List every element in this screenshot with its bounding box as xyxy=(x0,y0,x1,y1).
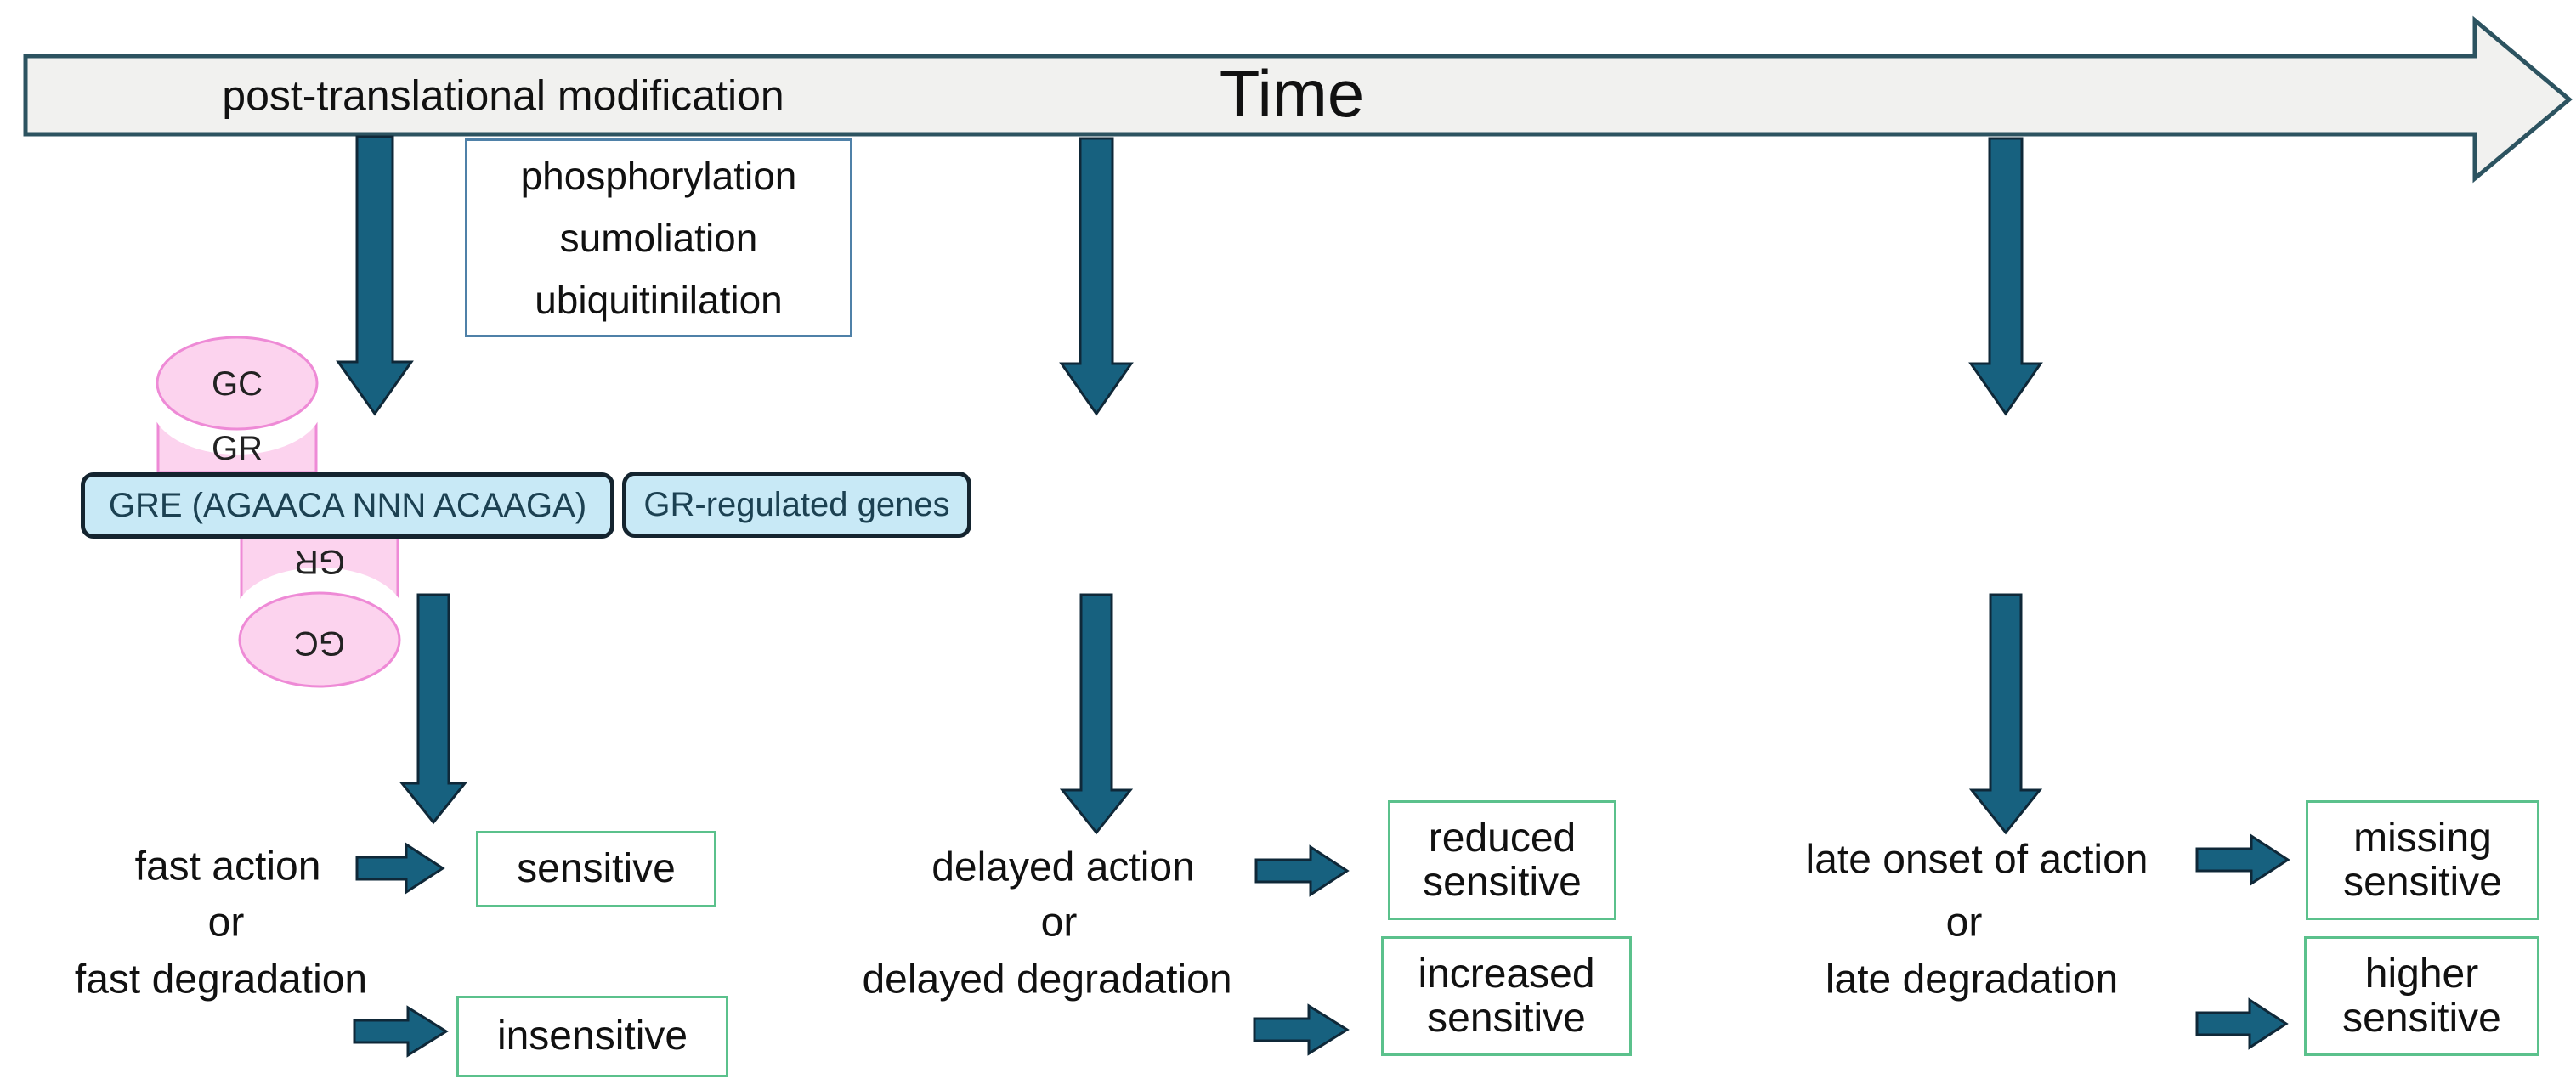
outcome-box-insensitive: insensitive xyxy=(456,996,728,1077)
outcome-box-missing-sensitive: missing sensitive xyxy=(2306,800,2539,920)
time-axis-title: Time xyxy=(1219,56,1365,132)
gr-label-top: GR xyxy=(212,430,263,467)
post-translational-modification-label: post-translational modification xyxy=(222,71,784,120)
gc-ligand-bottom xyxy=(238,591,401,688)
right-arrow-col2-row2 xyxy=(1253,1003,1350,1056)
outcome-box-sensitive: sensitive xyxy=(476,831,716,907)
or-label-col3: or xyxy=(1945,900,1983,946)
outcome-box-reduced-sensitive: reduced sensitive xyxy=(1388,800,1616,920)
modification-types-box: phosphorylation sumoliation ubiquitinila… xyxy=(465,138,852,337)
outcome-line: higher xyxy=(2364,951,2479,997)
outcome-line: reduced xyxy=(1428,815,1577,861)
right-arrow-col1-row2 xyxy=(353,1005,449,1058)
outcome-line: sensitive xyxy=(1427,995,1586,1041)
down-arrow-col1-lower xyxy=(399,593,468,825)
delayed-degradation-label: delayed degradation xyxy=(862,957,1232,1002)
right-arrow-col3-row1 xyxy=(2195,833,2290,886)
outcome-line: insensitive xyxy=(496,1014,688,1059)
gr-regulated-genes-label: GR-regulated genes xyxy=(643,485,950,523)
late-degradation-label: late degradation xyxy=(1825,957,2119,1002)
fast-action-label: fast action xyxy=(134,844,321,890)
outcome-line: sensitive xyxy=(1423,859,1582,905)
outcome-line: increased xyxy=(1418,951,1595,997)
modification-line-ubiquitinilation: ubiquitinilation xyxy=(535,277,783,322)
down-arrow-col3-upper xyxy=(1968,137,2043,416)
outcome-box-higher-sensitive: higher sensitive xyxy=(2304,936,2539,1056)
down-arrow-col1-upper xyxy=(336,135,414,416)
down-arrow-col2-upper xyxy=(1059,137,1134,416)
delayed-action-label: delayed action xyxy=(931,844,1195,890)
outcome-line: sensitive xyxy=(2343,859,2502,905)
gc-ligand-top xyxy=(156,336,319,431)
down-arrow-col3-lower xyxy=(1968,593,2043,835)
outcome-line: missing xyxy=(2353,815,2492,861)
gre-element-label: GRE (AGAACA NNN ACAAGA) xyxy=(108,486,587,524)
outcome-box-increased-sensitive: increased sensitive xyxy=(1381,936,1632,1056)
right-arrow-col1-row1 xyxy=(355,842,445,895)
gc-label-top: GC xyxy=(212,365,263,403)
late-onset-of-action-label: late onset of action xyxy=(1805,837,2149,883)
gc-label-bottom: GC xyxy=(294,624,345,662)
down-arrow-col2-lower xyxy=(1059,593,1134,835)
fast-degradation-label: fast degradation xyxy=(74,957,368,1002)
gre-element-box: GRE (AGAACA NNN ACAAGA) xyxy=(81,472,614,539)
or-label-col1: or xyxy=(207,900,245,946)
modification-line-sumoliation: sumoliation xyxy=(559,215,758,260)
time-arrow xyxy=(23,15,2573,184)
right-arrow-col3-row2 xyxy=(2195,997,2289,1050)
gr-label-bottom: GR xyxy=(294,543,345,580)
modification-line-phosphorylation: phosphorylation xyxy=(520,153,797,198)
gr-regulated-genes-box: GR-regulated genes xyxy=(622,472,971,538)
outcome-line: sensitive xyxy=(2342,995,2501,1041)
right-arrow-col2-row1 xyxy=(1254,844,1350,897)
outcome-line: sensitive xyxy=(517,846,676,891)
or-label-col2: or xyxy=(1040,900,1078,946)
